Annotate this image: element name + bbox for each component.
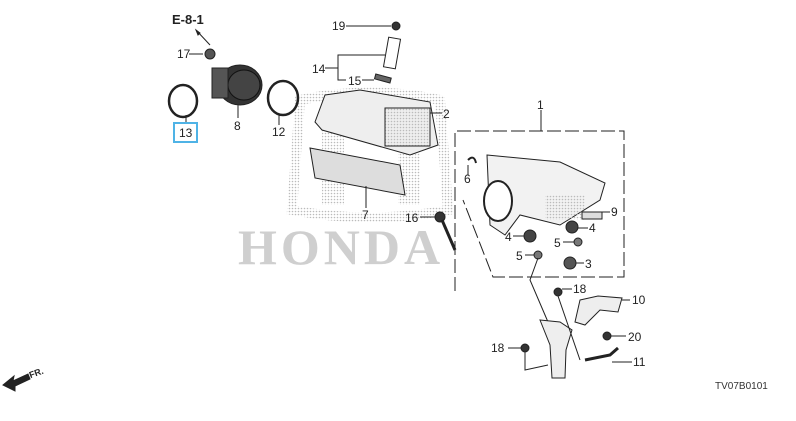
callout-14[interactable]: 14: [312, 62, 326, 76]
callout-4[interactable]: 4: [505, 230, 512, 244]
callout-3[interactable]: 3: [585, 257, 592, 271]
callout-11[interactable]: 11: [633, 355, 646, 369]
callout-6[interactable]: 6: [464, 172, 471, 186]
bracket-10-icon: [574, 295, 623, 326]
bracket-icon: [539, 319, 573, 379]
callout-7[interactable]: 7: [362, 208, 369, 222]
diagram-code: TV07B0101: [715, 381, 768, 392]
clamp-12-icon: [266, 79, 300, 117]
front-arrow-icon: [2, 373, 31, 392]
callout-17[interactable]: 17: [177, 47, 191, 61]
sensor-14-icon: [382, 36, 402, 70]
sensor-11-icon: [584, 346, 619, 362]
callout-15[interactable]: 15: [348, 74, 362, 88]
callout-12[interactable]: 12: [272, 125, 286, 139]
callout-19[interactable]: 19: [332, 19, 346, 33]
callout-9[interactable]: 9: [611, 205, 618, 219]
callout-10[interactable]: 10: [632, 293, 646, 307]
callout-16[interactable]: 16: [405, 211, 419, 225]
clamp-13-icon: [167, 83, 199, 119]
callout-4[interactable]: 4: [589, 221, 596, 235]
callout-5[interactable]: 5: [516, 249, 523, 263]
intake-duct-icon: [211, 64, 263, 106]
callout-5[interactable]: 5: [554, 236, 561, 250]
air-cleaner-case-icon: [483, 154, 606, 236]
callout-8[interactable]: 8: [234, 119, 241, 133]
air-filter-icon: [309, 147, 406, 196]
callout-18[interactable]: 18: [491, 341, 505, 355]
honda-watermark: HONDA: [238, 219, 445, 275]
reference-link-e-8-1[interactable]: E-8-1: [172, 12, 204, 27]
callout-18[interactable]: 18: [573, 282, 587, 296]
callout-20[interactable]: 20: [628, 330, 642, 344]
air-cleaner-cover-icon: [314, 89, 439, 156]
callout-2[interactable]: 2: [443, 107, 450, 121]
callout-1[interactable]: 1: [537, 98, 544, 112]
callout-13-selected[interactable]: 13: [173, 122, 199, 143]
